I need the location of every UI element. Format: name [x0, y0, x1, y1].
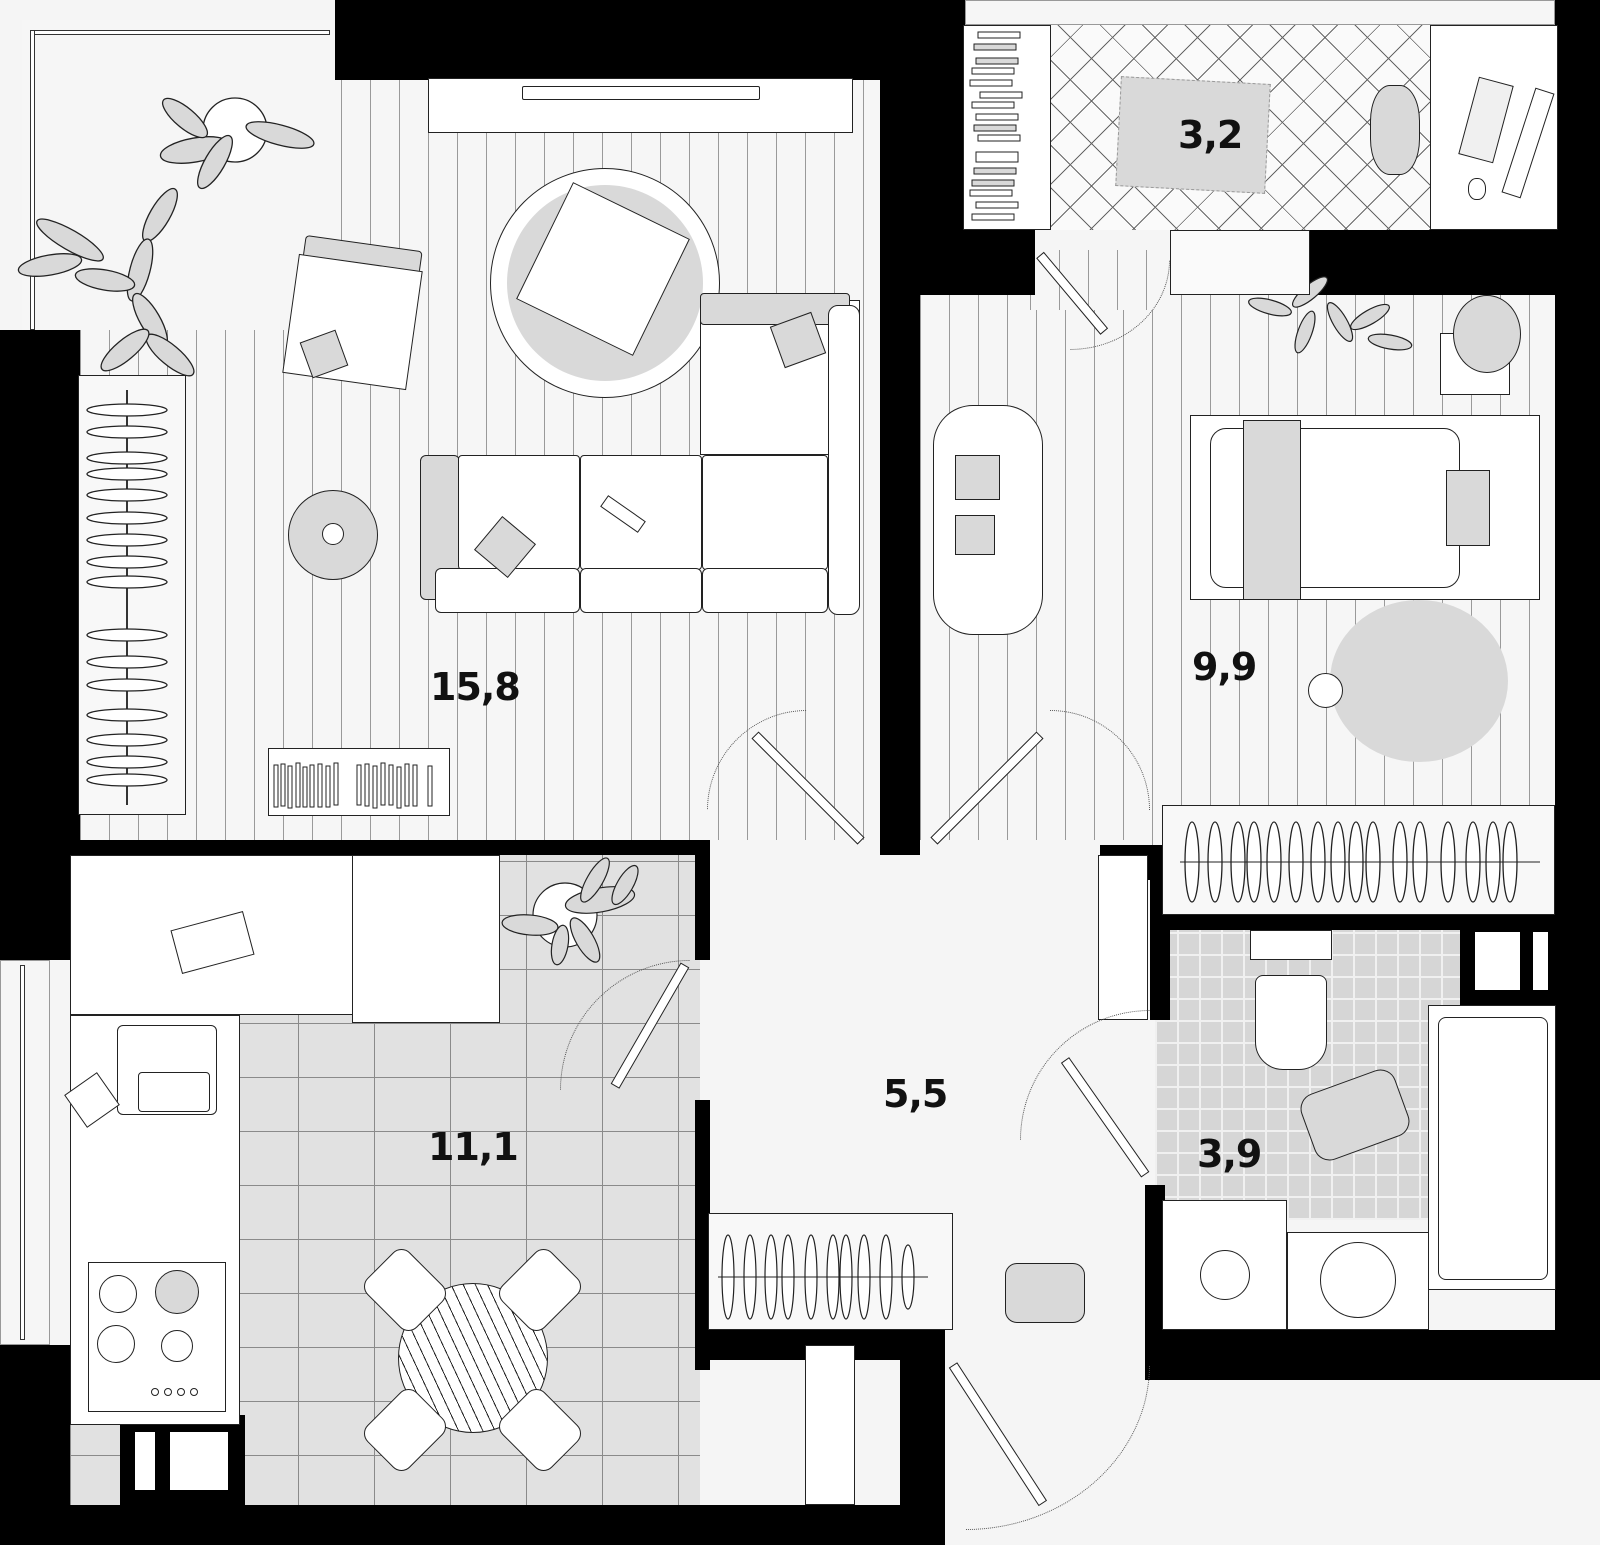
window-kitchen-frame — [20, 965, 25, 1340]
tv — [522, 86, 760, 100]
wall-balcony-bottom-right — [1310, 230, 1600, 295]
bed-pillow — [1446, 470, 1490, 546]
wall-hall-lower-left — [900, 1330, 945, 1545]
sink-basin — [138, 1072, 210, 1112]
wall-living-bedroom — [880, 0, 920, 855]
wall-top-living — [335, 0, 915, 80]
bedside-lamp — [1453, 295, 1521, 373]
shaft-vent-4 — [1533, 932, 1548, 990]
hall-cabinet — [1098, 855, 1148, 1020]
area-label-hallway: 5,5 — [883, 1072, 948, 1116]
hangers-bedroom — [1180, 821, 1540, 903]
stove-knobs — [151, 1388, 198, 1396]
burner — [161, 1330, 193, 1362]
shaft-vent-3 — [1475, 932, 1520, 990]
wall-left-upper — [0, 330, 80, 960]
area-label-balcony: 3,2 — [1178, 113, 1243, 157]
area-label-bedroom: 9,9 — [1192, 645, 1257, 689]
window-kitchen — [0, 960, 50, 1345]
window-balcony — [965, 0, 1555, 25]
area-label-kitchen: 11,1 — [428, 1125, 519, 1169]
bathroom-floor — [1155, 930, 1460, 1220]
area-label-living-room: 15,8 — [430, 665, 521, 709]
washer-drum — [1200, 1250, 1250, 1300]
mouse — [1468, 178, 1486, 200]
refrigerator — [352, 855, 500, 1023]
sofa-arm-right — [828, 305, 860, 615]
shaft-vent-2 — [170, 1432, 228, 1490]
shoes — [718, 1234, 928, 1320]
wardrobe-rod — [126, 390, 128, 805]
toilet-bowl — [1255, 975, 1327, 1070]
window-frame-left — [30, 30, 35, 330]
wall-balcony-bottom-left — [920, 230, 1035, 295]
shaft-vent-1 — [135, 1432, 155, 1490]
window-frame-top — [30, 30, 330, 35]
sofa-front-2 — [580, 568, 702, 613]
wall-bath-bottom — [1145, 1330, 1600, 1380]
area-label-bathroom: 3,9 — [1197, 1132, 1262, 1176]
sofa-seat-3 — [702, 455, 828, 570]
wall-kitchen-hall-lower — [695, 1100, 710, 1370]
books-balcony — [969, 31, 1023, 221]
ball — [1308, 673, 1343, 708]
wall-living-kitchen — [60, 840, 710, 855]
window-living-corner — [22, 20, 332, 330]
burner — [97, 1325, 135, 1363]
hangers-living — [86, 403, 168, 787]
sofa-front-3 — [702, 568, 828, 613]
bedroom-sofa-cushion — [955, 455, 1000, 500]
kitchen-cabinet — [805, 1345, 855, 1505]
doormat — [1005, 1263, 1085, 1323]
bathroom-sink — [1320, 1242, 1396, 1318]
bed-runner — [1243, 420, 1301, 600]
books-living — [273, 762, 433, 809]
sofa-back-top — [700, 293, 850, 325]
balcony-door-frame — [1170, 230, 1310, 295]
bedroom-round-rug — [1330, 600, 1508, 762]
toilet-tank — [1250, 930, 1332, 960]
bathtub-basin — [1438, 1017, 1548, 1280]
wall-kitchen-hall-upper — [695, 840, 710, 960]
burner — [99, 1275, 137, 1313]
lamp-center — [322, 523, 344, 545]
sofa-seat-2 — [580, 455, 702, 570]
bedroom-sofa-cushion — [955, 515, 995, 555]
potted-plant-kitchen — [501, 857, 639, 966]
sofa-front-1 — [435, 568, 580, 613]
potted-plant-living — [17, 97, 315, 377]
burner-pan — [155, 1270, 199, 1314]
wall-right — [1555, 0, 1600, 1380]
desk-chair — [1370, 85, 1420, 175]
wall-bedroom-bath-horizontal — [1155, 910, 1555, 930]
